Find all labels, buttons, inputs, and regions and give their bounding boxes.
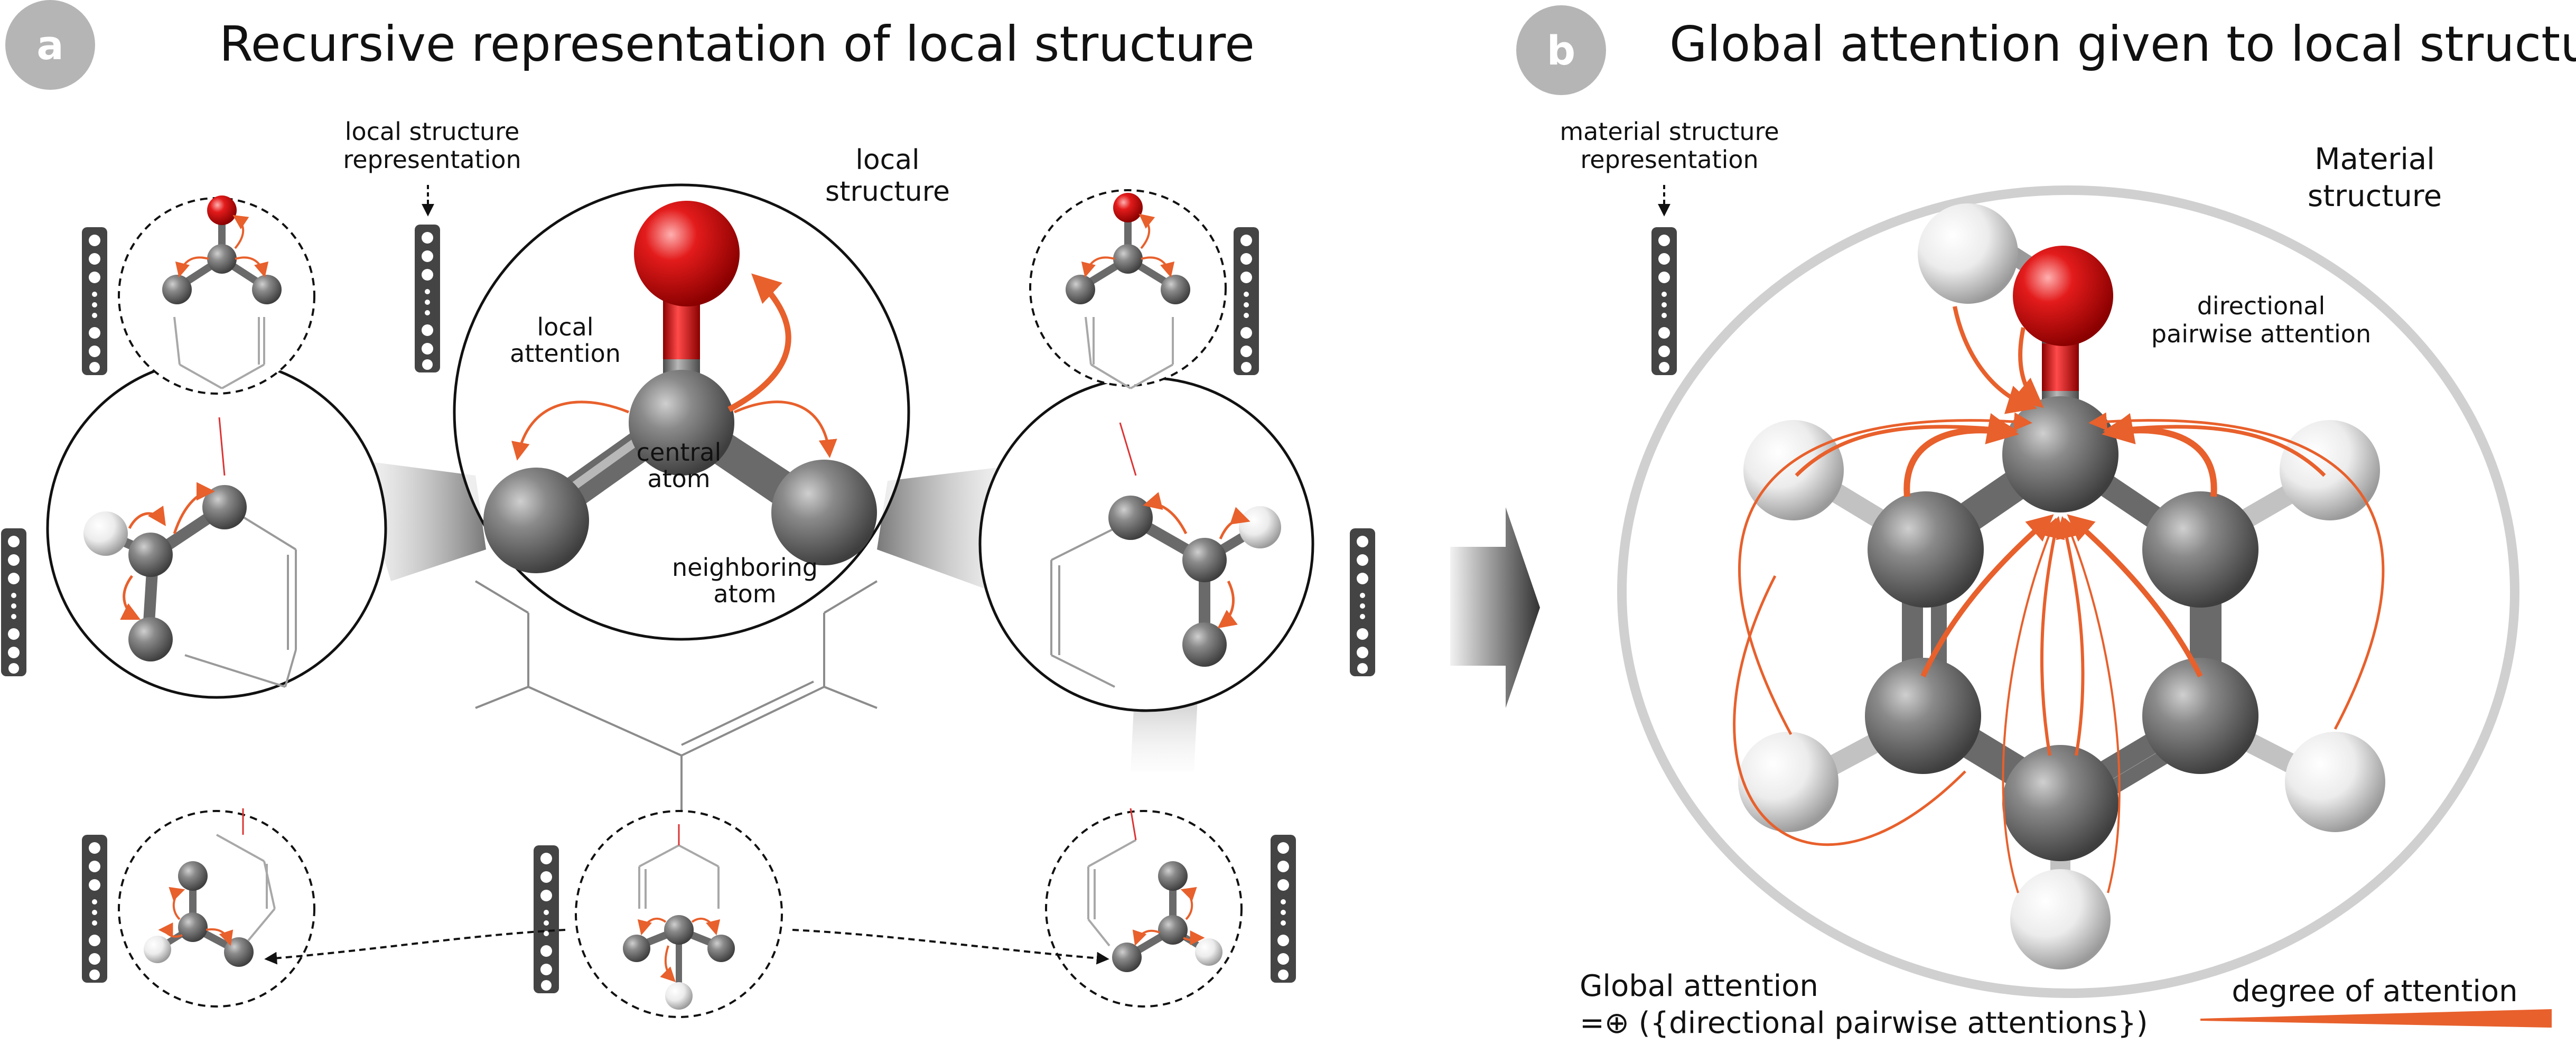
neighbor-atom-right xyxy=(771,460,877,565)
transition-arrow xyxy=(1450,507,1540,708)
representation-vector-top-left xyxy=(82,227,107,375)
material-vector-label-2: representation xyxy=(1580,145,1758,174)
material-structure-circle xyxy=(1617,185,2519,998)
left-mid-circle xyxy=(46,358,387,699)
svg-text:b: b xyxy=(1547,27,1575,74)
material-structure-label-2: structure xyxy=(2308,179,2442,213)
neighboring-atom-label-2: atom xyxy=(713,580,776,608)
attention-arrow-left xyxy=(511,400,629,461)
panel-a: a Recursive representation of local stru… xyxy=(1,0,1375,1018)
directional-label-2: pairwise attention xyxy=(2151,320,2371,348)
global-attention-arrows xyxy=(1733,306,2385,893)
panel-b: b Global attention given to local struct… xyxy=(1516,5,2576,1040)
bottom-left-dashed-circle xyxy=(118,808,315,1008)
central-atom-label-2: atom xyxy=(647,464,710,493)
local-attention-label-2: attention xyxy=(510,339,621,368)
bottom-center-dashed-circle xyxy=(575,810,783,1018)
global-attention-label-1: Global attention xyxy=(1580,969,1818,1003)
svg-text:a: a xyxy=(36,22,63,69)
directional-label-1: directional xyxy=(2197,292,2326,320)
panel-a-badge: a xyxy=(5,0,95,90)
panel-b-badge: b xyxy=(1516,5,1606,95)
representation-vector-left xyxy=(1,528,26,676)
neighbor-atom-left xyxy=(483,468,589,573)
panel-b-title: Global attention given to local structur… xyxy=(1669,16,2576,72)
local-structure-label-1: local xyxy=(855,144,919,176)
representation-vector-bottom-left xyxy=(82,835,107,983)
phenol-molecule xyxy=(1738,203,2385,969)
right-mid-circle xyxy=(978,376,1314,712)
attention-arrow-right xyxy=(733,400,837,458)
material-representation-vector xyxy=(1651,227,1677,375)
representation-vector-bottom-right xyxy=(1271,835,1296,983)
attention-arrow-o xyxy=(727,273,791,412)
benzene-skeleton-bg xyxy=(474,580,878,819)
local-attention-label-1: local xyxy=(537,313,593,341)
global-attention-label-2: =⊕ ({directional pairwise attentions}) xyxy=(1580,1006,2148,1040)
vector-label-2: representation xyxy=(343,145,521,174)
degree-of-attention-label: degree of attention xyxy=(2232,974,2517,1009)
vector-label-1: local structure xyxy=(345,117,520,146)
central-atom xyxy=(629,370,734,475)
central-atom-label-1: central xyxy=(637,438,722,467)
top-left-dashed-circle xyxy=(118,195,315,395)
oxygen-atom xyxy=(634,201,740,306)
neighboring-atom-label-1: neighboring xyxy=(672,553,818,582)
representation-vector-main xyxy=(415,225,440,372)
degree-of-attention-wedge xyxy=(2200,1009,2552,1028)
panel-a-title: Recursive representation of local struct… xyxy=(219,16,1255,72)
representation-vector-bottom-center xyxy=(534,845,559,993)
material-structure-label-1: Material xyxy=(2314,142,2435,176)
top-right-dashed-circle xyxy=(1029,189,1227,389)
dashed-arrow-right xyxy=(792,929,1109,965)
local-structure-circle: central atom neighboring atom local atte… xyxy=(453,183,910,641)
representation-vector-right xyxy=(1350,528,1375,676)
bottom-right-dashed-circle xyxy=(1045,808,1243,1008)
local-structure-label-2: structure xyxy=(825,176,950,208)
representation-vector-top-right xyxy=(1234,227,1259,375)
material-vector-label-1: material structure xyxy=(1560,117,1779,146)
dashed-arrow-left xyxy=(264,929,566,965)
cone-left xyxy=(354,460,486,581)
